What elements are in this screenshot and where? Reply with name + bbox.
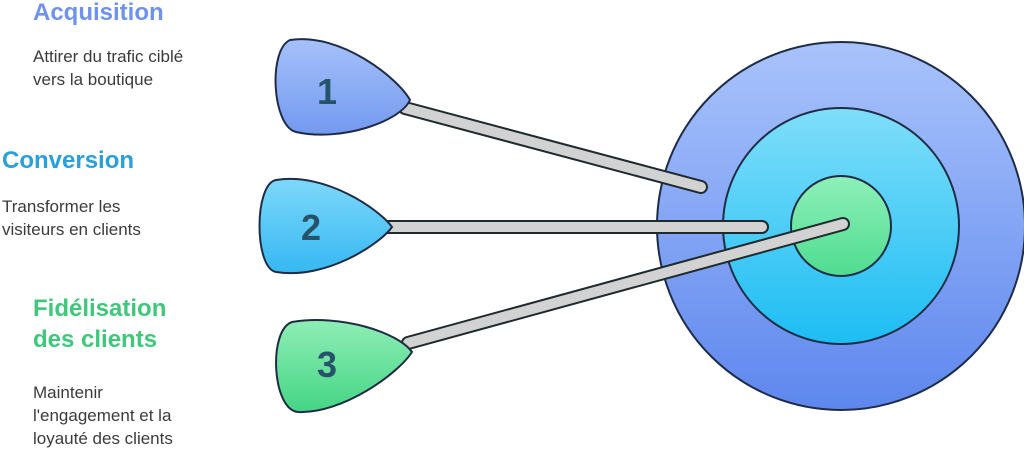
arrow-3: 3	[275, 217, 850, 414]
step-3-description-line: loyauté des clients	[33, 429, 173, 448]
step-1-title-line: Acquisition	[33, 0, 164, 26]
arrow-3-fletching	[275, 319, 414, 414]
step-3-title-line: des clients	[33, 326, 158, 353]
step-1-description-line: vers la boutique	[33, 70, 154, 89]
step-3-title: Fidélisation des clients	[33, 293, 166, 355]
arrow-3-number: 3	[317, 344, 337, 385]
step-3-description-line: l'engagement et la	[33, 406, 172, 425]
step-2-description-line: Transformer les	[2, 197, 121, 216]
arrow-2-fletching	[258, 177, 394, 275]
arrow-1: 1	[274, 38, 708, 194]
arrow-2: 2	[258, 177, 769, 275]
step-3-title-line: Fidélisation	[33, 295, 167, 322]
arrow-1-number: 1	[317, 71, 337, 112]
step-3-description: Maintenir l'engagement et la loyauté des…	[33, 381, 173, 450]
arrow-2-number: 2	[301, 207, 321, 248]
step-2-title: Conversion	[2, 145, 134, 176]
step-1-description: Attirer du trafic ciblé vers la boutique	[33, 45, 183, 91]
step-2-title-line: Conversion	[2, 147, 135, 174]
arrow-1-fletching	[274, 38, 412, 136]
step-1-title: Acquisition	[33, 0, 164, 28]
step-1-description-line: Attirer du trafic ciblé	[33, 47, 184, 66]
step-3-description-line: Maintenir	[33, 383, 103, 402]
step-2-description-line: visiteurs en clients	[2, 220, 141, 239]
step-2-description: Transformer les visiteurs en clients	[2, 195, 141, 241]
